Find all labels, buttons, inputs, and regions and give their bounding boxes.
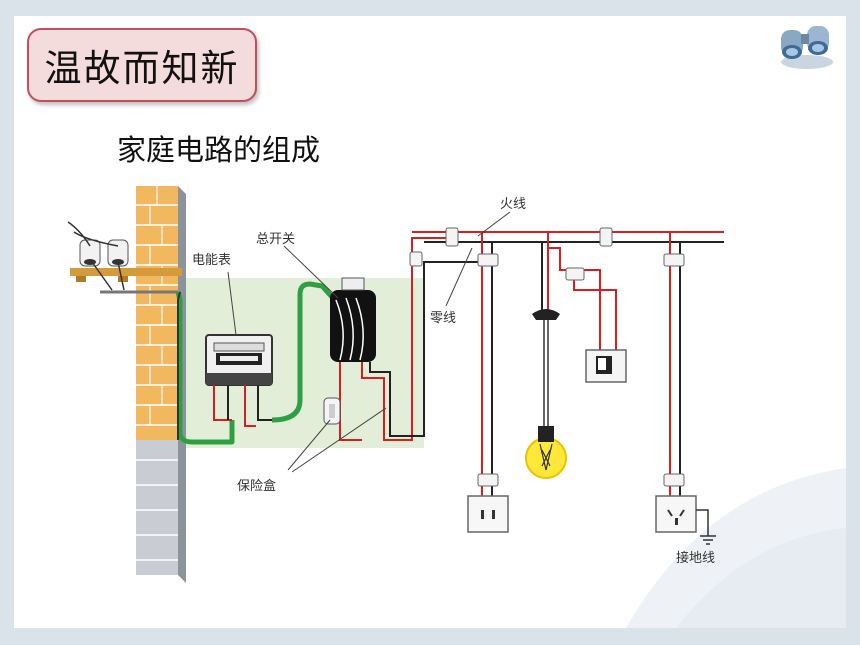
three-pin-socket-icon: [655, 495, 697, 533]
label-live-wire: 火线: [500, 197, 526, 212]
label-neutral-wire: 零线: [430, 311, 456, 326]
label-meter: 电能表: [192, 253, 231, 268]
two-pin-socket-icon: [467, 495, 509, 533]
label-fuse-box: 保险盒: [237, 478, 276, 494]
wall-switch-icon: [585, 349, 627, 383]
binoculars-icon: [781, 26, 833, 69]
light-bulb-icon: [525, 426, 567, 479]
label-main-switch: 总开关: [256, 232, 295, 247]
ground-symbol-icon: [696, 509, 716, 545]
main-switch: [330, 277, 376, 362]
wire-clip: [409, 227, 613, 267]
wall-insulator-icon: [67, 221, 182, 291]
brick-wall: [136, 186, 186, 583]
background-watermark: [626, 468, 846, 628]
slide-subtitle: 家庭电路的组成: [117, 133, 321, 167]
slide-title: 温故而知新: [44, 47, 240, 90]
label-ground-wire: 接地线: [676, 550, 715, 566]
electric-meter: [205, 334, 273, 386]
title-box: 温故而知新: [27, 28, 257, 102]
fuse-box: [323, 397, 341, 425]
